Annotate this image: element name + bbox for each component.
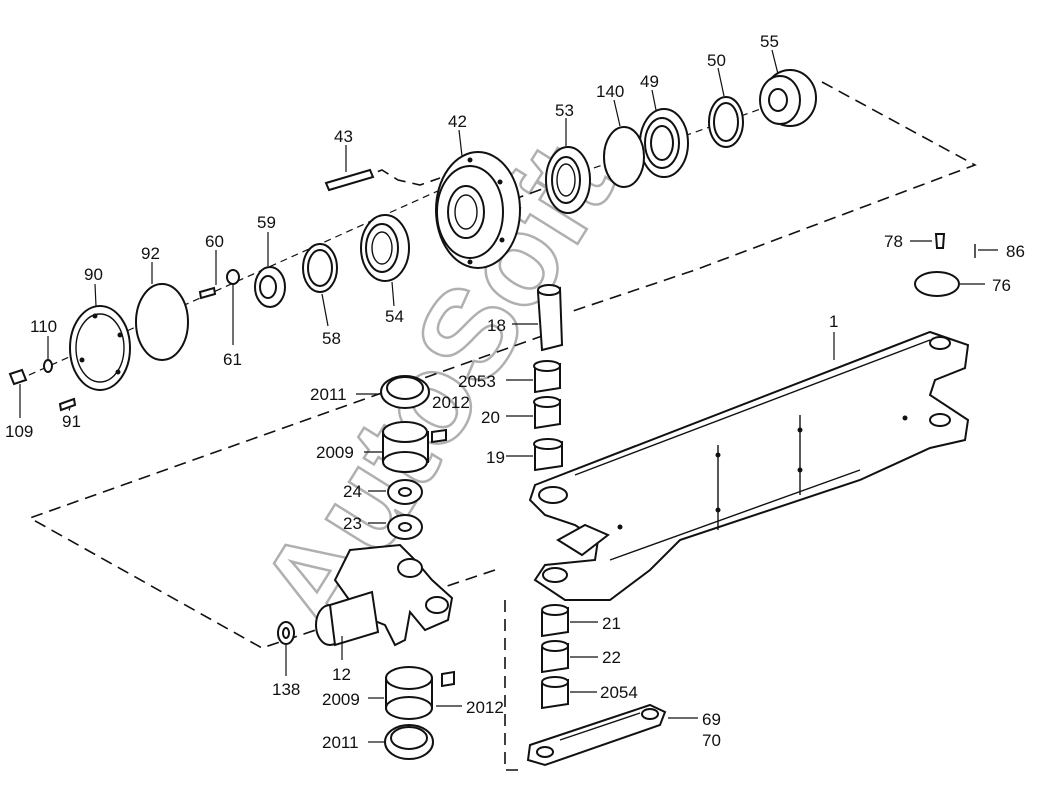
washer-part-61	[226, 269, 240, 285]
bolt-part-78	[934, 233, 946, 249]
link-part-69-70	[526, 703, 667, 767]
callout-22: 22	[602, 648, 621, 667]
callout-2009-bottom: 2009	[322, 690, 360, 709]
callout-2053: 2053	[458, 372, 496, 391]
callout-53: 53	[555, 101, 574, 120]
callout-54: 54	[385, 307, 404, 326]
bushing-part-22	[541, 640, 569, 674]
callout-92: 92	[141, 244, 160, 263]
callout-2011-bottom: 2011	[322, 733, 359, 752]
plug-part-109	[8, 368, 28, 386]
callout-23: 23	[343, 514, 362, 533]
callout-140: 140	[596, 82, 624, 101]
bushing-part-55	[759, 69, 817, 127]
callout-70: 70	[702, 731, 721, 750]
o-ring-part-140	[603, 126, 645, 188]
callout-2012-bottom: 2012	[466, 698, 504, 717]
washer-part-23	[387, 514, 423, 540]
bushing-part-2054	[541, 676, 569, 710]
washer-part-24	[387, 479, 423, 505]
callout-19: 19	[486, 448, 505, 467]
pin-part-60	[198, 286, 217, 300]
callout-42: 42	[448, 112, 467, 131]
pin-part-2012-top	[431, 428, 447, 444]
callout-2012-top: 2012	[432, 393, 470, 412]
pin-part-2012-bottom	[441, 670, 455, 688]
washer-part-138	[277, 621, 295, 645]
stud-part-43	[324, 168, 375, 192]
callout-138: 138	[272, 680, 300, 699]
bearing-part-19	[533, 438, 563, 472]
callout-69: 69	[702, 710, 721, 729]
steering-knuckle-part-12	[315, 543, 454, 647]
callout-2054: 2054	[600, 683, 638, 702]
callout-55: 55	[760, 32, 779, 51]
bushing-part-2011-bottom	[384, 724, 434, 760]
cover-part-90	[69, 305, 131, 391]
axle-beam-part-1	[528, 330, 970, 601]
callout-18: 18	[487, 316, 506, 335]
seal-part-58	[302, 243, 338, 293]
bearing-part-53	[545, 146, 591, 214]
bushing-part-2009-bottom	[385, 666, 433, 720]
callout-20: 20	[481, 408, 500, 427]
callout-76: 76	[992, 276, 1011, 295]
callout-24: 24	[343, 482, 362, 501]
plug-part-110	[43, 359, 53, 373]
nut-part-59	[254, 266, 286, 308]
bearing-part-20	[533, 396, 561, 430]
bearing-part-54	[360, 214, 410, 282]
callout-109: 109	[5, 422, 33, 441]
bushing-part-2011-top	[380, 375, 430, 409]
plate-part-76	[914, 271, 960, 297]
bearing-part-49	[639, 108, 689, 178]
callout-12: 12	[332, 665, 351, 684]
callout-91: 91	[62, 412, 81, 431]
callout-61: 61	[223, 350, 242, 369]
callout-21: 21	[602, 614, 621, 633]
callout-90: 90	[84, 265, 103, 284]
bushing-part-2009-top	[382, 421, 429, 473]
callout-78: 78	[884, 232, 903, 251]
bolt-part-91	[58, 397, 77, 412]
callout-50: 50	[707, 51, 726, 70]
callout-110: 110	[30, 317, 57, 336]
bushing-part-2053	[533, 360, 561, 394]
callout-58: 58	[322, 329, 341, 348]
callout-86: 86	[1006, 242, 1025, 261]
callout-1: 1	[829, 312, 838, 331]
o-ring-part-92	[135, 283, 189, 361]
callout-2009-top: 2009	[316, 443, 354, 462]
callout-43: 43	[334, 127, 353, 146]
seal-ring-part-50	[708, 96, 744, 148]
callout-2011-top: 2011	[310, 385, 347, 404]
kingpin-part-18	[536, 284, 564, 352]
leader-lines	[19, 49, 998, 743]
callout-labels: 55 50 140 49 53 42 43 59 60 92 90 110 61…	[5, 32, 1025, 752]
hub-part-42	[435, 151, 521, 269]
callout-49: 49	[640, 72, 659, 91]
bushing-part-21	[541, 604, 569, 638]
callout-59: 59	[257, 213, 276, 232]
callout-60: 60	[205, 232, 224, 251]
